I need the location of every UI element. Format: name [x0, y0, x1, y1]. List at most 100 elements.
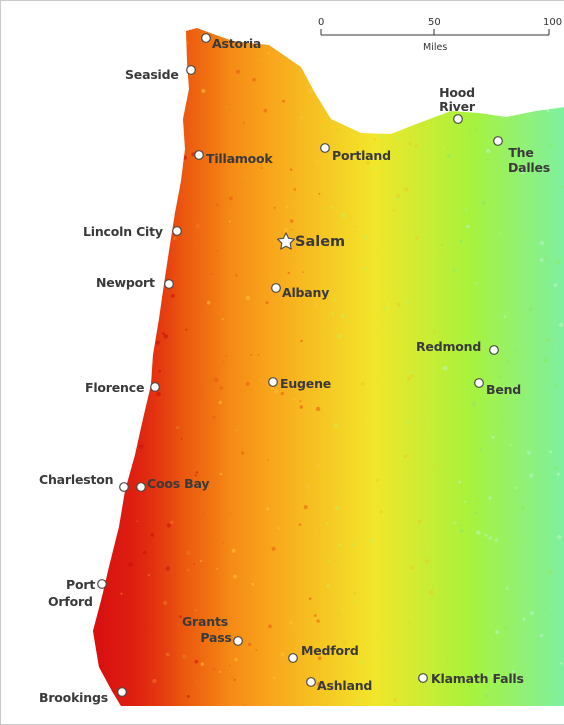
city-the-dalles[interactable]: The Dalles [493, 136, 550, 175]
city-label: Ashland [317, 678, 372, 693]
terrain-speckle [554, 384, 558, 387]
terrain-speckle [144, 113, 147, 115]
city-charleston[interactable]: Charleston [39, 472, 129, 492]
terrain-speckle [469, 49, 474, 54]
city-albany[interactable]: Albany [271, 283, 330, 300]
city-lincoln-city[interactable]: Lincoln City [83, 224, 182, 239]
terrain-speckle [487, 439, 489, 442]
city-label: Dalles [508, 160, 550, 175]
city-port-orford[interactable]: Port Orford [48, 577, 107, 609]
city-hood-river[interactable]: Hood River [439, 85, 476, 124]
city-grants-pass[interactable]: Grants Pass [182, 614, 243, 646]
city-redmond[interactable]: Redmond [416, 339, 499, 355]
terrain-speckle [393, 698, 398, 703]
terrain-speckle [231, 676, 233, 678]
terrain-speckle [356, 56, 359, 59]
city-tillamook[interactable]: Tillamook [194, 150, 274, 166]
terrain-speckle [277, 527, 281, 530]
terrain-speckle [206, 300, 211, 305]
terrain-speckle [286, 205, 289, 209]
terrain-speckle [553, 283, 558, 288]
city-medford[interactable]: Medford [288, 643, 359, 663]
city-astoria[interactable]: Astoria [201, 33, 261, 51]
city-bend[interactable]: Bend [474, 378, 521, 397]
city-salem-capital[interactable]: Salem [277, 232, 346, 250]
terrain-speckle [260, 167, 263, 169]
terrain-speckle [398, 222, 402, 226]
city-portland[interactable]: Portland [320, 143, 391, 163]
terrain-speckle [266, 507, 270, 511]
terrain-speckle [280, 391, 285, 396]
terrain-speckle [503, 626, 508, 631]
city-seaside[interactable]: Seaside [125, 65, 196, 82]
terrain-speckle [452, 268, 457, 273]
terrain-speckle [231, 548, 236, 553]
terrain-speckle [315, 406, 321, 412]
terrain-speckle [284, 227, 289, 233]
terrain-speckle [414, 144, 418, 148]
terrain-speckle [142, 550, 147, 555]
city-marker-icon [97, 579, 107, 589]
city-florence[interactable]: Florence [85, 380, 160, 395]
city-ashland[interactable]: Ashland [306, 677, 372, 693]
terrain-speckle [290, 219, 294, 223]
city-brookings[interactable]: Brookings [39, 687, 127, 705]
terrain-speckle [308, 88, 314, 94]
terrain-speckle [541, 41, 544, 44]
terrain-speckle [299, 115, 303, 120]
terrain-speckle [163, 166, 166, 169]
scale-tick-0: 0 [318, 17, 324, 28]
terrain-speckle [339, 547, 342, 550]
city-marker-icon [288, 653, 298, 663]
terrain-speckle [471, 500, 474, 503]
terrain-speckle [385, 479, 388, 481]
terrain-speckle [251, 582, 255, 586]
city-coos-bay[interactable]: Coos Bay [136, 476, 210, 492]
terrain-speckle [479, 447, 483, 452]
scale-bar: 0 50 100 Miles [318, 17, 562, 53]
terrain-speckle [410, 373, 414, 378]
terrain-speckle [293, 188, 297, 191]
terrain-speckle [244, 177, 246, 179]
terrain-speckle [550, 608, 552, 610]
terrain-speckle [551, 258, 554, 261]
terrain-speckle [245, 382, 250, 386]
terrain-speckle [485, 148, 491, 154]
terrain-speckle [193, 563, 196, 565]
city-klamath-falls[interactable]: Klamath Falls [418, 671, 524, 686]
terrain-speckle [280, 652, 285, 657]
city-newport[interactable]: Newport [96, 275, 174, 290]
city-marker-icon [268, 377, 278, 387]
terrain-speckle [166, 523, 171, 528]
terrain-speckle [173, 148, 176, 151]
terrain-speckle [474, 511, 479, 515]
terrain-speckle [549, 143, 553, 147]
terrain-speckle [211, 272, 214, 275]
terrain-speckle [427, 583, 429, 585]
terrain-speckle [433, 619, 436, 623]
terrain-speckle [424, 558, 430, 564]
terrain-speckle [113, 169, 116, 171]
terrain-speckle [516, 418, 518, 420]
terrain-speckle [290, 229, 293, 231]
terrain-speckle [318, 192, 321, 195]
terrain-speckle [136, 520, 138, 523]
terrain-speckle [194, 608, 198, 612]
city-marker-icon [194, 150, 204, 160]
terrain-speckle [109, 363, 113, 367]
terrain-speckle [200, 662, 204, 666]
terrain-speckle [195, 223, 201, 229]
terrain-speckle [402, 664, 404, 667]
city-eugene[interactable]: Eugene [268, 376, 331, 391]
terrain-speckle [426, 421, 431, 426]
terrain-speckle [459, 239, 464, 243]
terrain-speckle [360, 660, 365, 664]
terrain-speckle [363, 235, 368, 240]
terrain-speckle [329, 46, 331, 49]
terrain-speckle [130, 313, 135, 318]
terrain-speckle [539, 633, 544, 638]
terrain-speckle [379, 134, 384, 139]
terrain-speckle [408, 141, 412, 146]
terrain-speckle [338, 543, 342, 548]
